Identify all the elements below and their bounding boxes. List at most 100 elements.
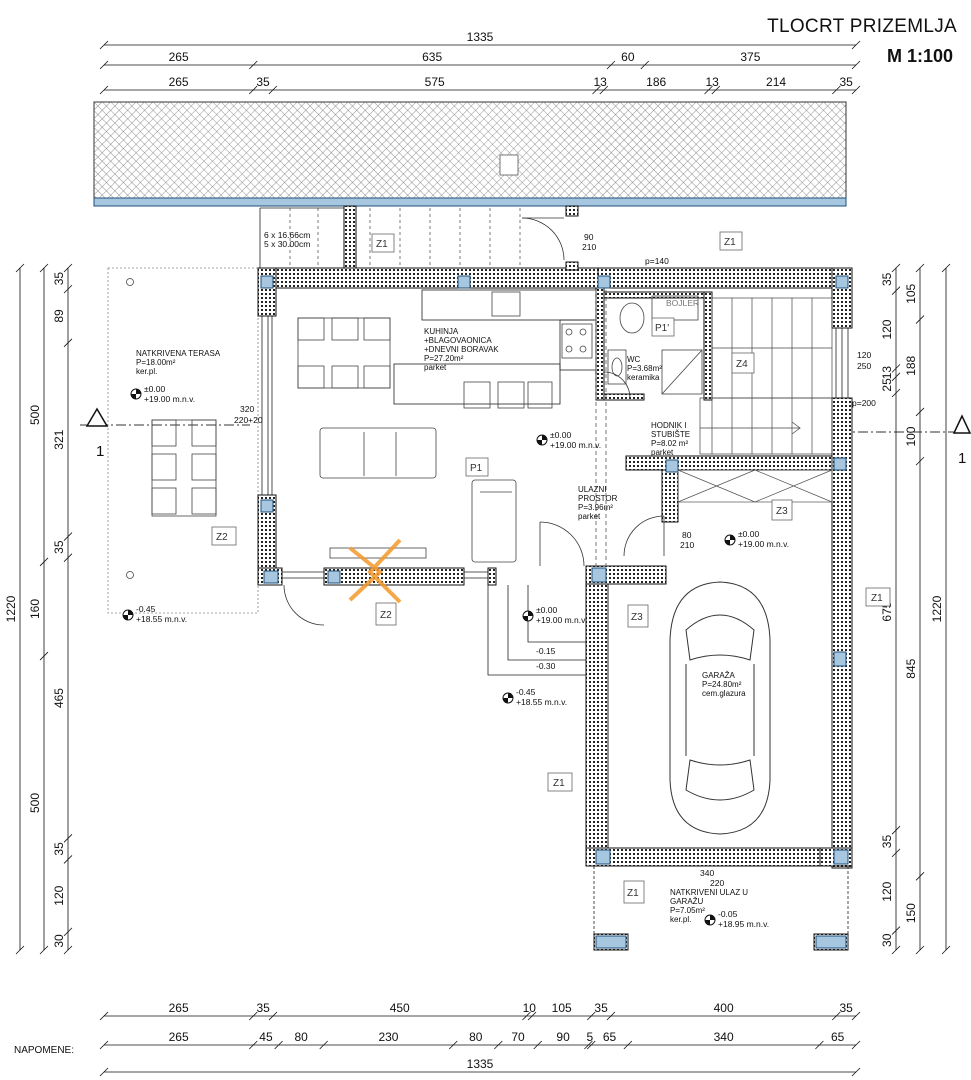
level-terrace-abs: +19.00 m.n.v. [144, 394, 195, 404]
dim-right-inner-2: 13 [880, 366, 894, 380]
level-entry-abs: +19.00 m.n.v. [536, 615, 587, 625]
terrace-door-w: 320 [240, 404, 254, 414]
level-carport-abs: +18.95 m.n.v. [718, 919, 769, 929]
watermark-logo [348, 538, 402, 604]
dim-right-mid-1: 188 [904, 355, 918, 375]
dimensions-top [99, 40, 861, 95]
car [669, 581, 771, 835]
hall-area: P=8.02 m² [651, 439, 688, 448]
dim-top-row2-2: 575 [425, 75, 445, 89]
dim-bottom-row1-0: 265 [169, 1001, 189, 1015]
level-step2: -0.30 [536, 661, 556, 671]
columns [260, 275, 849, 949]
level-yard-b: -0.45 [516, 687, 536, 697]
level-garage-abs: +19.00 m.n.v. [738, 539, 789, 549]
storage-cross [677, 469, 833, 503]
garage-finish: cem.glazura [702, 689, 746, 698]
tag-z1-c: Z1 [871, 593, 883, 604]
dim-right-mid-2: 100 [904, 426, 918, 446]
drawing-title: TLOCRT PRIZEMLJA [767, 16, 957, 37]
dim-right-mid-3: 845 [904, 658, 918, 678]
terrace-outline [107, 267, 259, 614]
dim-bottom-row2-3: 230 [378, 1030, 398, 1044]
dim-top-row2-5: 13 [706, 75, 720, 89]
tag-z2-b: Z2 [380, 610, 392, 621]
entry-finish: parket [578, 512, 601, 521]
terrace-door-h: 220+20 [234, 415, 263, 425]
section-mark-right-label: 1 [958, 450, 966, 467]
hall-line2: STUBIŠTE [651, 430, 690, 439]
tag-z2-a: Z2 [216, 532, 228, 543]
carport-area: P=7.05m² [670, 906, 705, 915]
entry-area: P=3.96m² [578, 503, 613, 512]
dim-bottom-row2-4: 80 [469, 1030, 483, 1044]
dim-top-row2-4: 186 [646, 75, 666, 89]
dimensions-left [15, 263, 73, 955]
level-yard-b-abs: +18.55 m.n.v. [516, 697, 567, 707]
wall-type-tags [211, 231, 891, 904]
dim-bottom-row2-0: 265 [169, 1030, 189, 1044]
level-garage: ±0.00 [738, 529, 759, 539]
hall-window-w: 120 [857, 350, 871, 360]
dim-left-inner-6: 120 [52, 885, 66, 905]
window-p140: p=140 [645, 256, 669, 266]
terrace-name: NATKRIVENA TERASA [136, 349, 221, 358]
entry-line2: PROSTOR [578, 494, 618, 503]
entry-door-w: 80 [682, 530, 692, 540]
dim-bottom-row1-7: 35 [839, 1001, 853, 1015]
stairs-spec-1: 6 x 16.66cm [264, 230, 310, 240]
doors [283, 217, 665, 626]
section-mark-left-label: 1 [96, 443, 104, 460]
room-labels: NATKRIVENA TERASA P=18.00m² ker.pl. KUHI… [136, 327, 748, 924]
roof-overhang [93, 101, 847, 207]
level-living-abs: +19.00 m.n.v. [550, 440, 601, 450]
windows-and-thin-lines [259, 207, 849, 950]
entry-line1: ULAZNI [578, 485, 606, 494]
dim-top-row2-3: 13 [593, 75, 607, 89]
tag-z4: Z4 [736, 359, 748, 370]
dim-right-outer-0: 1220 [930, 595, 944, 622]
terrace-area: P=18.00m² [136, 358, 176, 367]
kitchen-line3: +DNEVNI BORAVAK [424, 345, 499, 354]
level-yard-a-abs: +18.55 m.n.v. [136, 614, 187, 624]
kitchen-line2: +BLAGOVAONICA [424, 336, 492, 345]
dim-left-mid-2: 500 [28, 793, 42, 813]
dim-top-row2-1: 35 [256, 75, 270, 89]
entry-door-h: 210 [680, 540, 694, 550]
dim-bottom-row1-3: 10 [523, 1001, 537, 1015]
dim-bottom-row2-1: 45 [259, 1030, 273, 1044]
dim-bottom-row1-4: 105 [552, 1001, 572, 1015]
dim-left-mid-1: 160 [28, 599, 42, 619]
dim-left-inner-7: 30 [52, 934, 66, 948]
dim-bottom-row2-7: 5 [586, 1030, 593, 1044]
wc-name: WC [627, 355, 641, 364]
carport-line2: GARAŽU [670, 897, 704, 906]
dim-right-inner-1: 120 [880, 319, 894, 339]
dim-bottom-row1-1: 35 [256, 1001, 270, 1015]
dim-bottom-row2-10: 65 [831, 1030, 845, 1044]
stairs-spec-2: 5 x 30.00cm [264, 239, 310, 249]
garage-door-w: 340 [700, 868, 714, 878]
hall-line1: HODNIK I [651, 421, 687, 430]
dim-bottom-row2-2: 80 [294, 1030, 308, 1044]
dim-right-mid-4: 150 [904, 903, 918, 923]
dim-left-inner-3: 35 [52, 540, 66, 554]
dim-left-inner-0: 35 [52, 272, 66, 286]
dim-bottom-row1-6: 400 [714, 1001, 734, 1015]
door-roof-w: 90 [584, 232, 594, 242]
dim-right-inner-7: 30 [880, 933, 894, 947]
staircase [289, 208, 833, 455]
dim-left-inner-4: 465 [52, 688, 66, 708]
dim-left-inner-2: 321 [52, 429, 66, 449]
dim-bottom-row2-8: 65 [603, 1030, 617, 1044]
section-mark-left: 1 [85, 407, 109, 460]
carport-finish: ker.pl. [670, 915, 691, 924]
level-yard-a: -0.45 [136, 604, 156, 614]
level-entry: ±0.00 [536, 605, 557, 615]
tag-z1-d: Z1 [553, 778, 565, 789]
level-step1: -0.15 [536, 646, 556, 656]
dim-top-overall-0: 1335 [467, 30, 494, 44]
tag-z1-e: Z1 [627, 888, 639, 899]
